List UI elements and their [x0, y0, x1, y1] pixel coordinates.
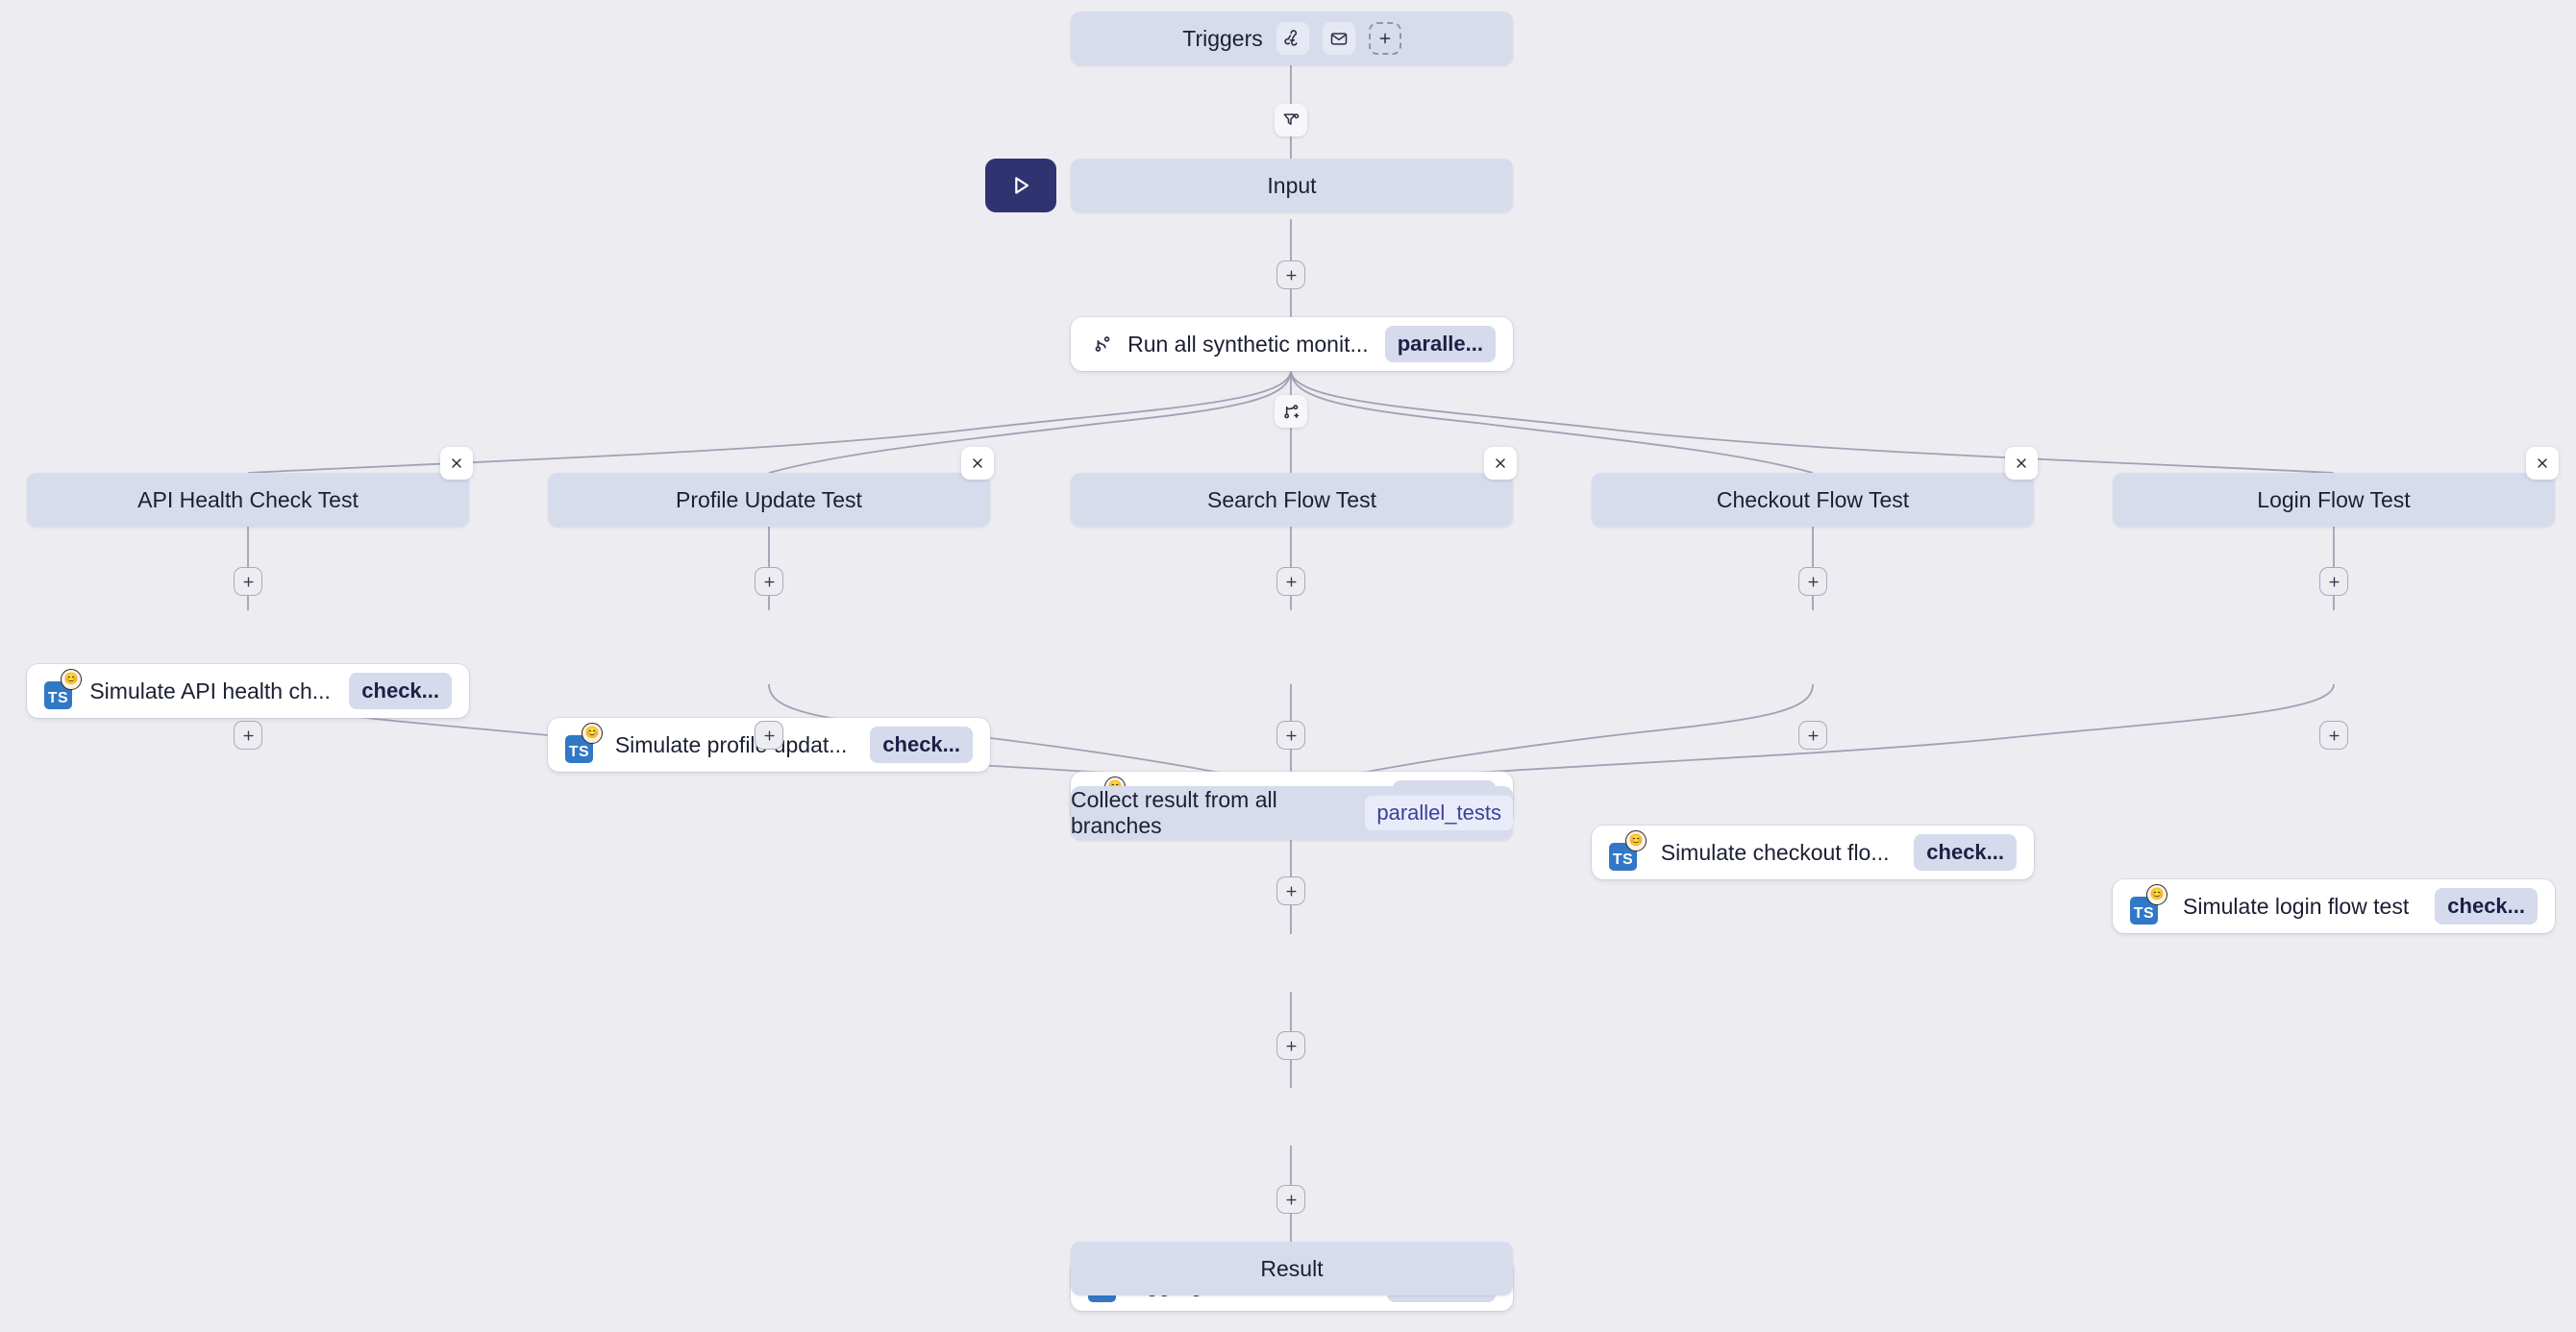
input-node[interactable]: Input [1071, 159, 1513, 212]
branch-step-4[interactable]: TS 😊 Simulate login flow test check... [2113, 879, 2555, 933]
branch-add-step-2[interactable] [1276, 567, 1305, 596]
branch-node-2[interactable]: Search Flow Test [1071, 473, 1513, 527]
branch-add-step-after-3[interactable] [1798, 721, 1827, 750]
branch-label-4: Login Flow Test [2257, 486, 2411, 512]
filter-settings-icon[interactable] [1275, 104, 1307, 136]
branch-node-0[interactable]: API Health Check Test [27, 473, 469, 527]
webhook-icon[interactable] [1276, 22, 1309, 55]
branch-close-1[interactable] [961, 447, 994, 480]
branch-step-3[interactable]: TS 😊 Simulate checkout flo... check... [1592, 826, 2034, 879]
branch-step-badge-3: check... [1914, 834, 2017, 871]
add-step-after-input[interactable] [1276, 260, 1305, 289]
add-step-after-collector[interactable] [1276, 876, 1305, 905]
branch-add-step-0[interactable] [234, 567, 262, 596]
triggers-node[interactable]: Triggers [1071, 12, 1513, 65]
parallel-node-title: Run all synthetic monit... [1127, 331, 1369, 357]
input-node-label: Input [1267, 172, 1317, 198]
branch-step-badge-1: check... [870, 727, 973, 763]
branch-step-title-4: Simulate login flow test [2183, 893, 2410, 919]
branch-label-3: Checkout Flow Test [1716, 486, 1910, 512]
smiley-badge-icon: 😊 [1625, 830, 1647, 851]
add-step-after-aggregate[interactable] [1276, 1031, 1305, 1060]
branch-node-1[interactable]: Profile Update Test [548, 473, 990, 527]
branch-add-step-4[interactable] [2319, 567, 2348, 596]
typescript-icon: TS 😊 [565, 723, 603, 763]
branch-add-step-3[interactable] [1798, 567, 1827, 596]
branch-label-1: Profile Update Test [676, 486, 862, 512]
typescript-icon: TS 😊 [1609, 830, 1647, 871]
branch-add-step-after-2[interactable] [1276, 721, 1305, 750]
branch-close-3[interactable] [2005, 447, 2038, 480]
branch-add-step-1[interactable] [755, 567, 783, 596]
smiley-badge-icon: 😊 [61, 669, 82, 690]
branch-close-2[interactable] [1484, 447, 1517, 480]
branch-step-title-3: Simulate checkout flo... [1660, 839, 1890, 865]
branch-step-badge-0: check... [349, 673, 452, 709]
branch-label-0: API Health Check Test [137, 486, 359, 512]
branch-step-title-0: Simulate API health ch... [89, 678, 331, 703]
branch-step-title-1: Simulate profile updat... [614, 731, 848, 757]
branch-label-2: Search Flow Test [1207, 486, 1376, 512]
triggers-label: Triggers [1182, 25, 1263, 51]
collector-badge: parallel_tests [1365, 796, 1513, 830]
branch-add-step-after-0[interactable] [234, 721, 262, 750]
add-step-after-slack[interactable] [1276, 1185, 1305, 1214]
typescript-icon: TS 😊 [44, 669, 82, 709]
branch-add-icon[interactable] [1275, 395, 1307, 428]
collector-node[interactable]: Collect result from all branches paralle… [1071, 786, 1513, 840]
branch-close-0[interactable] [440, 447, 473, 480]
smiley-badge-icon: 😊 [582, 723, 603, 744]
branch-step-0[interactable]: TS 😊 Simulate API health ch... check... [27, 664, 469, 718]
result-node-label: Result [1260, 1255, 1324, 1281]
branch-add-step-after-4[interactable] [2319, 721, 2348, 750]
parallel-node-badge: paralle... [1384, 326, 1496, 362]
branch-node-4[interactable]: Login Flow Test [2113, 473, 2555, 527]
collector-title: Collect result from all branches [1071, 787, 1277, 838]
add-trigger-button[interactable] [1368, 22, 1401, 55]
run-workflow-button[interactable] [985, 159, 1056, 212]
branch-add-step-after-1[interactable] [755, 721, 783, 750]
branch-node-3[interactable]: Checkout Flow Test [1592, 473, 2034, 527]
branch-step-badge-4: check... [2435, 888, 2538, 925]
branch-close-4[interactable] [2526, 447, 2559, 480]
git-branch-icon [1088, 330, 1117, 358]
smiley-badge-icon: 😊 [2146, 884, 2167, 905]
result-node[interactable]: Result [1071, 1242, 1513, 1295]
email-icon[interactable] [1322, 22, 1355, 55]
parallel-node[interactable]: Run all synthetic monit... paralle... [1071, 317, 1513, 371]
typescript-icon: TS 😊 [2130, 884, 2167, 925]
